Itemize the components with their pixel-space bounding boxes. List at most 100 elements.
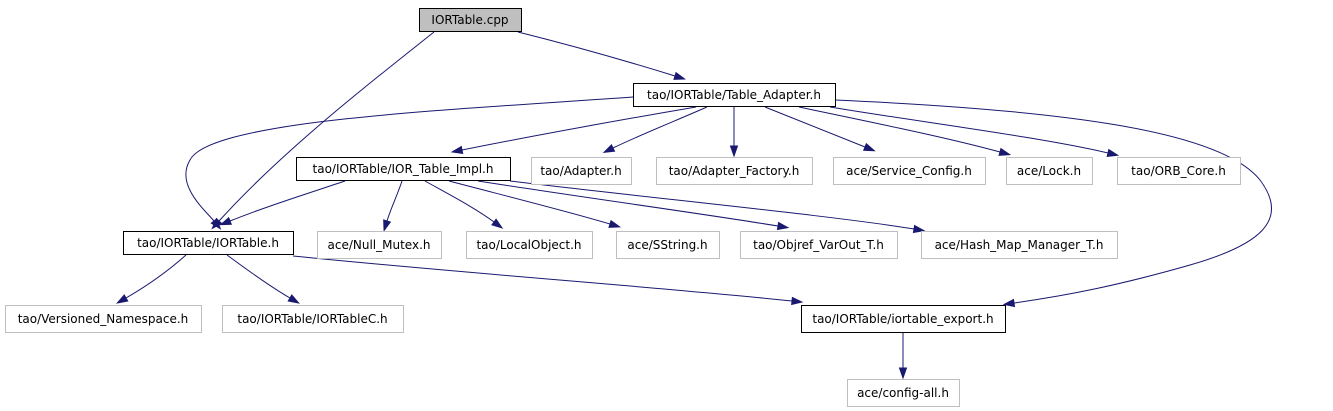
arrowhead-icon [219,216,233,226]
node-box [740,231,898,259]
edge-line [448,180,611,225]
node-iortable-h[interactable]: tao/IORTable/IORTable.h [123,231,294,255]
edge-line [612,106,708,149]
arrowhead-icon [116,294,129,304]
arrowhead-icon [776,221,790,231]
edge-line [424,180,495,223]
node-label: tao/IORTable/IORTable.h [137,236,279,250]
node-box [833,157,986,185]
arrowhead-icon [210,217,222,230]
node-label: IORTable.cpp [431,13,508,27]
node-label: tao/IORTable/iortable_export.h [812,312,993,326]
node-box [222,305,404,333]
edge-table_adapter_h-to-iortable_export_h [834,99,1272,308]
edge-line [386,180,403,222]
node-label: tao/Versioned_Namespace.h [18,312,189,326]
node-versioned-namespace-h: tao/Versioned_Namespace.h [5,305,202,333]
node-label: tao/LocalObject.h [476,238,581,252]
node-table-adapter-h[interactable]: tao/IORTable/Table_Adapter.h [633,83,836,107]
arrowhead-icon [729,145,739,158]
arrowhead-icon [862,142,876,152]
edge-line [509,180,915,230]
node-iortablec-h: tao/IORTable/IORTableC.h [222,305,404,333]
arrowhead-icon [673,71,686,80]
arrowhead-icon [287,294,300,304]
edge-table_adapter_h-to-ior_table_impl_h [450,106,697,155]
edge-ior_table_impl_h-to-iortable_h [219,180,346,226]
node-iortable-export-h[interactable]: tao/IORTable/iortable_export.h [801,305,1006,333]
edge-iortable_cpp-to-iortable_h [211,31,435,230]
node-service-config-h: ace/Service_Config.h [833,157,986,185]
edge-line [517,31,676,77]
node-label: tao/IORTable/IORTableC.h [237,312,387,326]
edges-layer [116,31,1272,380]
node-ior-table-impl-h[interactable]: tao/IORTable/IOR_Table_Impl.h [296,157,511,181]
edge-line [461,106,697,151]
edge-line [798,106,1001,153]
edge-line [834,99,1272,304]
node-label: tao/Adapter_Factory.h [669,164,800,178]
edge-table_adapter_h-to-lock_h [798,106,1012,156]
node-box [5,305,202,333]
edge-iortable_h-to-iortablec_h [226,254,300,304]
node-box [296,157,511,181]
edge-line [218,31,435,222]
edge-ior_table_impl_h-to-null_mutex_h [383,180,403,233]
node-box [466,231,593,259]
node-label: ace/config-all.h [857,386,949,400]
arrowhead-icon [1106,148,1120,157]
node-box [419,8,522,32]
arrowhead-icon [602,143,616,153]
edge-ior_table_impl_h-to-sstring_h [448,180,622,228]
node-box [656,157,813,185]
node-iortable-cpp: IORTable.cpp [419,8,522,32]
arrowhead-icon [998,147,1012,156]
node-box [317,231,442,259]
arrowhead-icon [1002,298,1016,308]
node-lock-h: ace/Lock.h [1006,157,1093,185]
nodes-layer: IORTable.cpp tao/IORTable/Table_Adapter.h… [5,8,1241,407]
edge-line [764,106,866,148]
node-label: tao/ORB_Core.h [1131,164,1226,178]
edge-line [292,255,793,302]
node-box [616,231,720,259]
edge-line [125,254,187,299]
node-label: ace/SString.h [627,238,707,252]
edge-table_adapter_h-to-service_config_h [764,106,876,152]
node-sstring-h: ace/SString.h [616,231,720,259]
node-label: tao/Adapter.h [540,164,621,178]
edge-table_adapter_h-to-iortable_h [185,96,634,230]
node-label: tao/IORTable/IOR_Table_Impl.h [313,162,494,176]
arrowhead-icon [608,219,622,228]
node-orb-core-h: tao/ORB_Core.h [1117,157,1241,185]
node-box [847,379,960,407]
node-null-mutex-h: ace/Null_Mutex.h [317,231,442,259]
edge-line [226,254,291,299]
edge-line [229,180,346,222]
node-label: ace/Null_Mutex.h [328,238,431,252]
arrowhead-icon [912,224,926,234]
edge-iortable_h-to-iortable_export_h [292,255,804,306]
node-label: tao/IORTable/Table_Adapter.h [647,88,821,102]
node-label: ace/Service_Config.h [846,164,972,178]
arrowhead-icon [791,296,804,306]
node-objref-varout-h: tao/Objref_VarOut_T.h [740,231,898,259]
arrowhead-icon [491,218,504,229]
arrowhead-icon [450,145,464,155]
node-localobject-h: tao/LocalObject.h [466,231,593,259]
node-label: ace/Lock.h [1017,164,1081,178]
edge-iortable_h-to-versioned_namespace_h [116,254,187,304]
node-box [531,157,632,185]
node-adapter-h: tao/Adapter.h [531,157,632,185]
edge-line [185,96,634,222]
node-box [633,83,836,107]
edge-table_adapter_h-to-orb_core_h [829,106,1120,157]
arrowhead-icon [383,219,392,233]
edge-line [477,180,779,227]
node-label: tao/Objref_VarOut_T.h [753,238,884,252]
node-adapter-factory-h: tao/Adapter_Factory.h [656,157,813,185]
node-box [921,231,1118,259]
edge-line [829,106,1109,154]
edge-ior_table_impl_h-to-hash_map_manager_h [509,180,926,234]
